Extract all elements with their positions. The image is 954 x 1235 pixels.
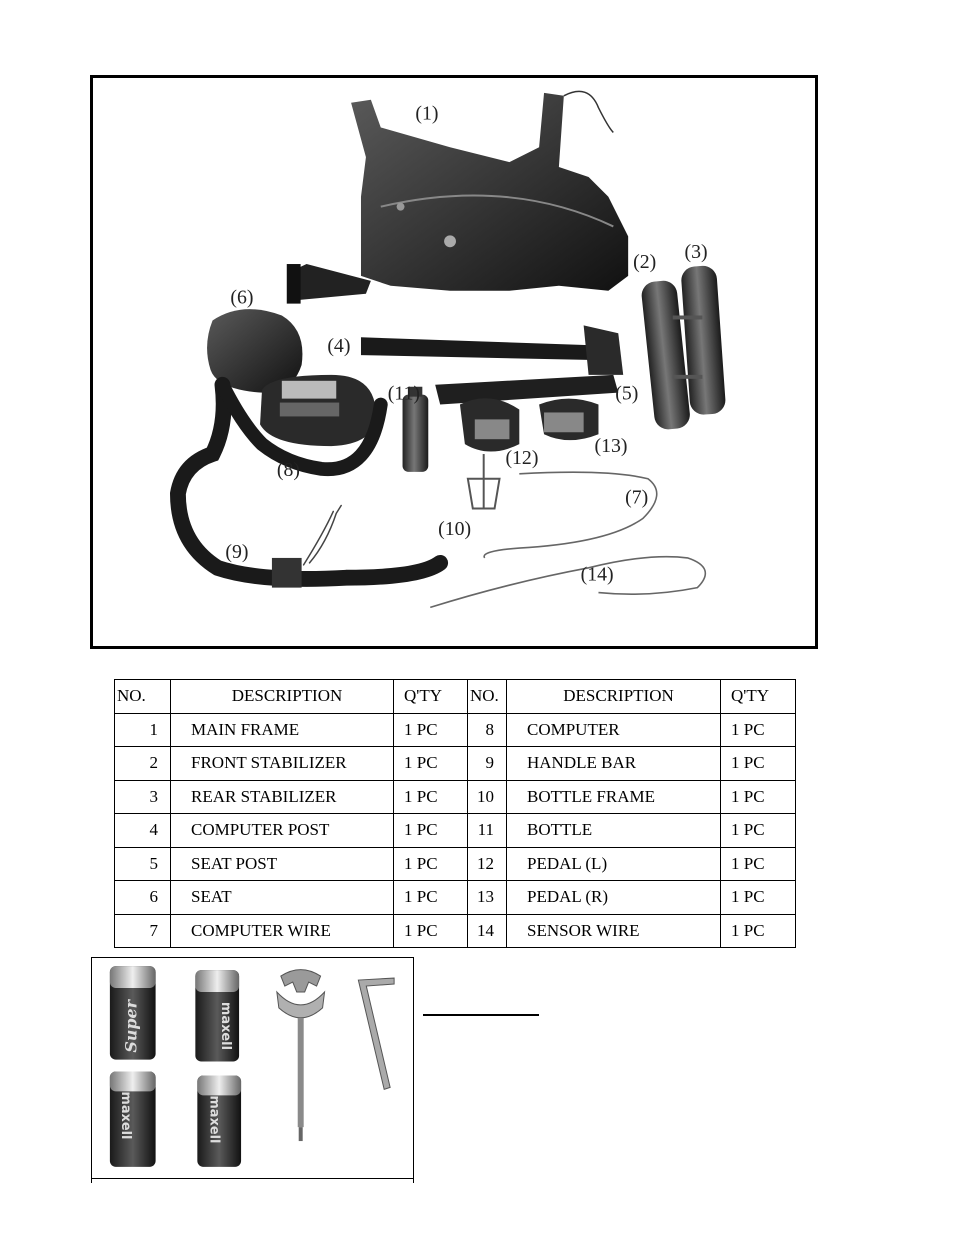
exploded-parts-illustration: (1) (2) (3) (4) (5) (6) (7) (8) (9) (10)… bbox=[169, 90, 726, 609]
part-quantity: 1 PC bbox=[393, 846, 468, 881]
part-description: REAR STABILIZER bbox=[170, 779, 394, 814]
part-quantity: 1 PC bbox=[393, 712, 468, 747]
part-quantity: 1 PC bbox=[720, 779, 796, 814]
battery-brand-label: maxell bbox=[206, 1095, 221, 1143]
wrench-icon bbox=[276, 969, 326, 1142]
part-description: SEAT POST bbox=[170, 846, 394, 881]
callout-3: (3) bbox=[685, 241, 708, 263]
part-number: 11 bbox=[467, 813, 507, 848]
part-description: FRONT STABILIZER bbox=[170, 746, 394, 781]
part-number: 12 bbox=[467, 846, 507, 881]
part-number: 9 bbox=[467, 746, 507, 781]
bottle-part bbox=[402, 386, 429, 472]
callout-4: (4) bbox=[327, 335, 350, 357]
part-number: 7 bbox=[114, 913, 171, 948]
computer-part bbox=[260, 374, 376, 447]
part-quantity: 1 PC bbox=[393, 813, 468, 848]
part-quantity: 1 PC bbox=[393, 913, 468, 948]
part-quantity: 1 PC bbox=[720, 880, 796, 915]
wire-parts bbox=[430, 471, 707, 609]
part-quantity: 1 PC bbox=[720, 813, 796, 848]
header-description: DESCRIPTION bbox=[506, 679, 721, 714]
part-number: 1 bbox=[114, 712, 171, 747]
part-number: 6 bbox=[114, 880, 171, 915]
callout-13: (13) bbox=[595, 435, 628, 457]
table-header-row: NO. DESCRIPTION Q'TY NO. DESCRIPTION Q'T… bbox=[114, 679, 796, 714]
pedal-parts bbox=[459, 398, 599, 452]
part-number: 10 bbox=[467, 779, 507, 814]
part-description: MAIN FRAME bbox=[170, 712, 394, 747]
handle-bar-part bbox=[169, 376, 449, 588]
battery-brand-label: maxell bbox=[218, 1002, 233, 1050]
callout-7: (7) bbox=[625, 487, 648, 509]
callout-6: (6) bbox=[230, 287, 253, 309]
header-qty: Q'TY bbox=[720, 679, 796, 714]
part-quantity: 1 PC bbox=[720, 712, 796, 747]
header-qty: Q'TY bbox=[393, 679, 468, 714]
hardware-heading-underline bbox=[423, 1014, 539, 1016]
hardware-photo-frame: Super maxell maxell maxell bbox=[91, 957, 414, 1183]
part-quantity: 1 PC bbox=[720, 846, 796, 881]
part-description: COMPUTER POST bbox=[170, 813, 394, 848]
parts-photo-frame: (1) (2) (3) (4) (5) (6) (7) (8) (9) (10)… bbox=[90, 75, 818, 649]
callout-14: (14) bbox=[581, 564, 614, 586]
part-description: BOTTLE bbox=[506, 813, 721, 848]
part-number: 8 bbox=[467, 712, 507, 747]
part-number: 13 bbox=[467, 880, 507, 915]
battery-brand-label: Super bbox=[122, 998, 141, 1052]
callout-11: (11) bbox=[388, 383, 420, 405]
callout-8: (8) bbox=[277, 459, 300, 481]
part-number: 4 bbox=[114, 813, 171, 848]
callout-5: (5) bbox=[615, 383, 638, 405]
allen-key-icon bbox=[357, 977, 395, 1091]
part-number: 14 bbox=[467, 913, 507, 948]
part-quantity: 1 PC bbox=[393, 779, 468, 814]
stabilizer-parts bbox=[641, 265, 726, 430]
battery-icon: maxell bbox=[195, 970, 240, 1062]
battery-icon: maxell bbox=[197, 1075, 242, 1167]
callout-2: (2) bbox=[633, 251, 656, 273]
callout-12: (12) bbox=[505, 447, 538, 469]
part-quantity: 1 PC bbox=[720, 913, 796, 948]
part-quantity: 1 PC bbox=[720, 746, 796, 781]
battery-icon: maxell bbox=[109, 1071, 156, 1167]
part-description: HANDLE BAR bbox=[506, 746, 721, 781]
part-description: PEDAL (R) bbox=[506, 880, 721, 915]
part-quantity: 1 PC bbox=[393, 746, 468, 781]
header-description: DESCRIPTION bbox=[170, 679, 394, 714]
battery-brand-label: maxell bbox=[118, 1091, 133, 1139]
bottle-frame-part bbox=[466, 454, 501, 510]
part-description: COMPUTER bbox=[506, 712, 721, 747]
callout-10: (10) bbox=[438, 518, 471, 540]
part-description: SEAT bbox=[170, 880, 394, 915]
part-number: 2 bbox=[114, 746, 171, 781]
main-frame-part bbox=[286, 90, 629, 304]
battery-icon: Super bbox=[109, 966, 156, 1060]
callout-9: (9) bbox=[225, 541, 248, 563]
part-description: PEDAL (L) bbox=[506, 846, 721, 881]
seat-post-part bbox=[435, 374, 619, 405]
part-number: 3 bbox=[114, 779, 171, 814]
seat-part bbox=[207, 309, 303, 393]
computer-post-part bbox=[360, 325, 624, 375]
hardware-illustration: Super maxell maxell maxell bbox=[109, 966, 395, 1167]
header-no: NO. bbox=[467, 679, 507, 714]
header-no: NO. bbox=[114, 679, 171, 714]
part-quantity: 1 PC bbox=[393, 880, 468, 915]
part-description: SENSOR WIRE bbox=[506, 913, 721, 948]
parts-list-table: NO. DESCRIPTION Q'TY NO. DESCRIPTION Q'T… bbox=[114, 679, 796, 948]
part-number: 5 bbox=[114, 846, 171, 881]
callout-1: (1) bbox=[415, 103, 438, 125]
part-description: BOTTLE FRAME bbox=[506, 779, 721, 814]
part-description: COMPUTER WIRE bbox=[170, 913, 394, 948]
